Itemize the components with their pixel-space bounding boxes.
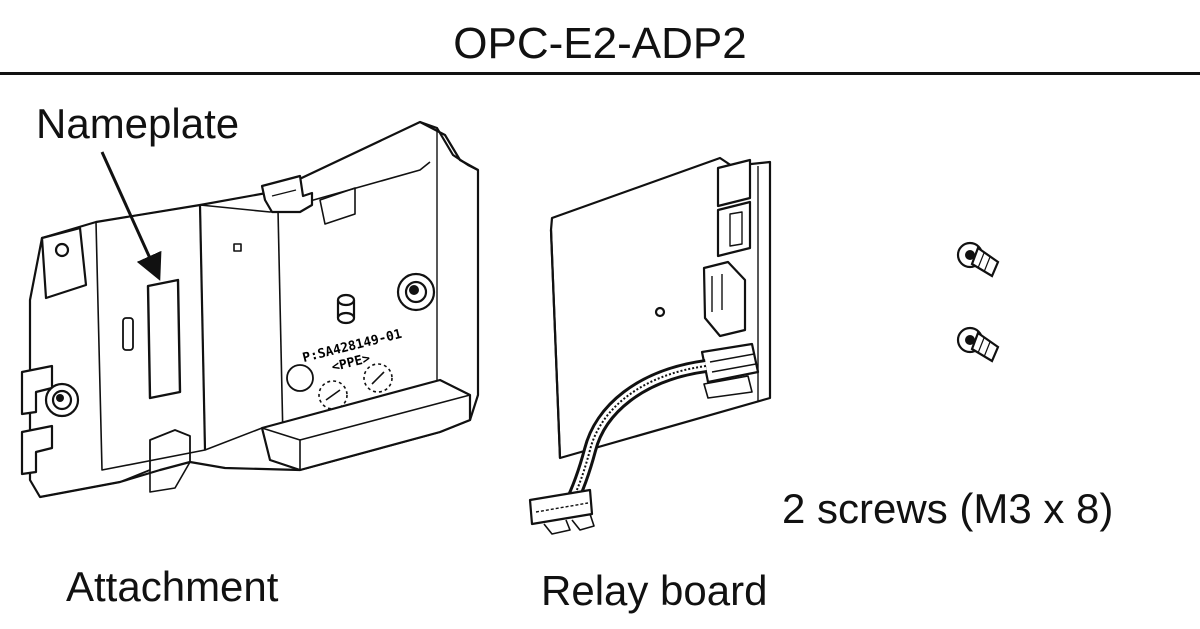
- relay-board-label: Relay board: [541, 567, 768, 614]
- screws-label: 2 screws (M3 x 8): [782, 485, 1114, 532]
- screw-2: [956, 326, 1000, 363]
- nameplate-label: Nameplate: [36, 100, 240, 147]
- title-rule: [0, 72, 1200, 75]
- screw-1: [956, 241, 1000, 278]
- page-title: OPC-E2-ADP2: [453, 19, 747, 68]
- attachment-label: Attachment: [66, 563, 279, 610]
- attachment-drawing: [20, 120, 480, 499]
- relay-board-drawing: [528, 156, 772, 535]
- nameplate-arrow: [100, 151, 162, 281]
